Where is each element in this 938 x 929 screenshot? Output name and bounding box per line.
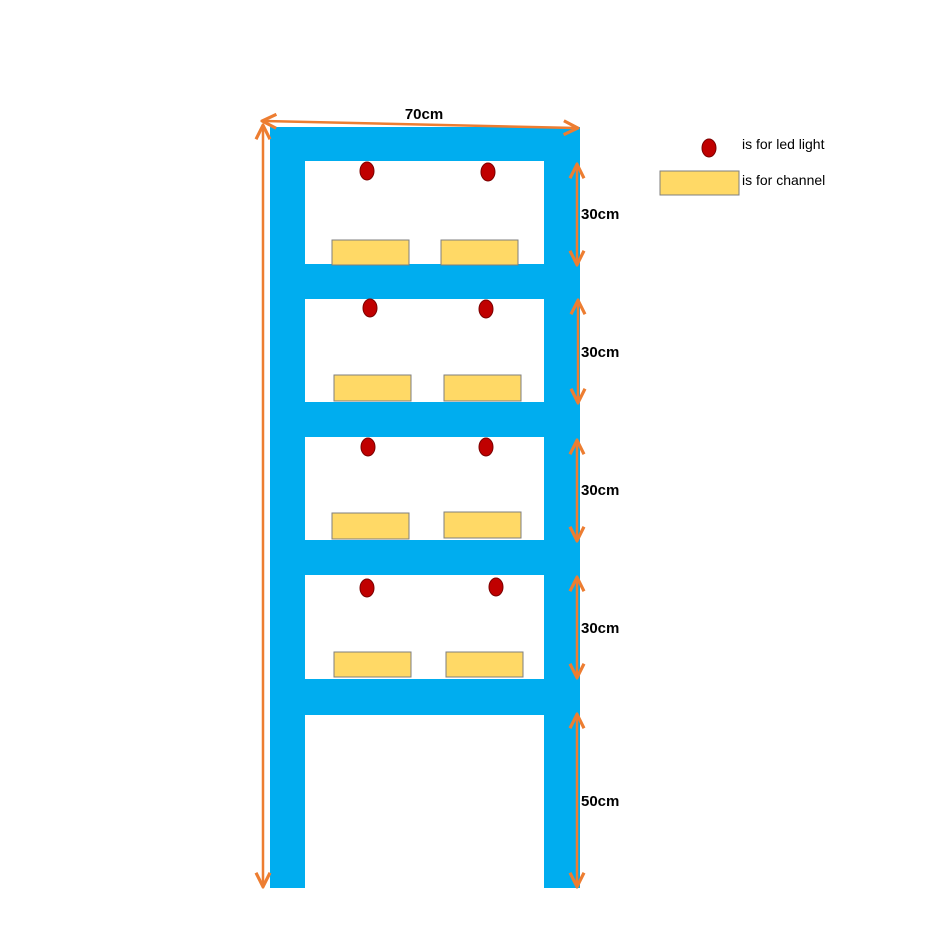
legend-led-label: is for led light: [742, 136, 825, 152]
led-light-icon: [478, 299, 494, 319]
dimension-arrows: [263, 121, 578, 885]
led-light-icon: [478, 437, 494, 457]
channel: [440, 239, 519, 266]
width-dimension-arrow: [264, 121, 576, 128]
shelf-board-3: [270, 540, 580, 575]
led-light-icon: [360, 437, 376, 457]
legend: is for led light is for channel: [659, 136, 825, 196]
channel: [445, 651, 524, 678]
channel: [331, 239, 410, 266]
led-light-icon: [362, 298, 378, 318]
legend-channel-icon: [659, 170, 740, 196]
led-light-icon: [480, 162, 496, 182]
gap-label-3: 30cm: [581, 482, 619, 499]
channel: [443, 511, 522, 539]
legend-led-icon: [701, 138, 717, 158]
shelf-board-2: [270, 402, 580, 437]
channel: [333, 374, 412, 402]
gap-label-5: 50cm: [581, 793, 619, 810]
led-light-icon: [488, 577, 504, 597]
channel: [443, 374, 522, 402]
channel: [333, 651, 412, 678]
frame-right-post: [544, 127, 580, 888]
channel: [331, 512, 410, 540]
shelf-board-1: [270, 264, 580, 299]
led-lights: [359, 161, 504, 598]
gap-label-4: 30cm: [581, 620, 619, 637]
led-light-icon: [359, 161, 375, 181]
shelf-board-4: [270, 679, 580, 715]
gap-label-2: 30cm: [581, 344, 619, 361]
channels: [331, 239, 524, 678]
legend-channel-label: is for channel: [742, 172, 825, 188]
frame-top-beam: [270, 127, 580, 161]
rack-frame: [270, 127, 580, 888]
led-light-icon: [359, 578, 375, 598]
gap-label-1: 30cm: [581, 206, 619, 223]
frame-left-post: [270, 127, 305, 888]
width-label: 70cm: [405, 106, 443, 123]
